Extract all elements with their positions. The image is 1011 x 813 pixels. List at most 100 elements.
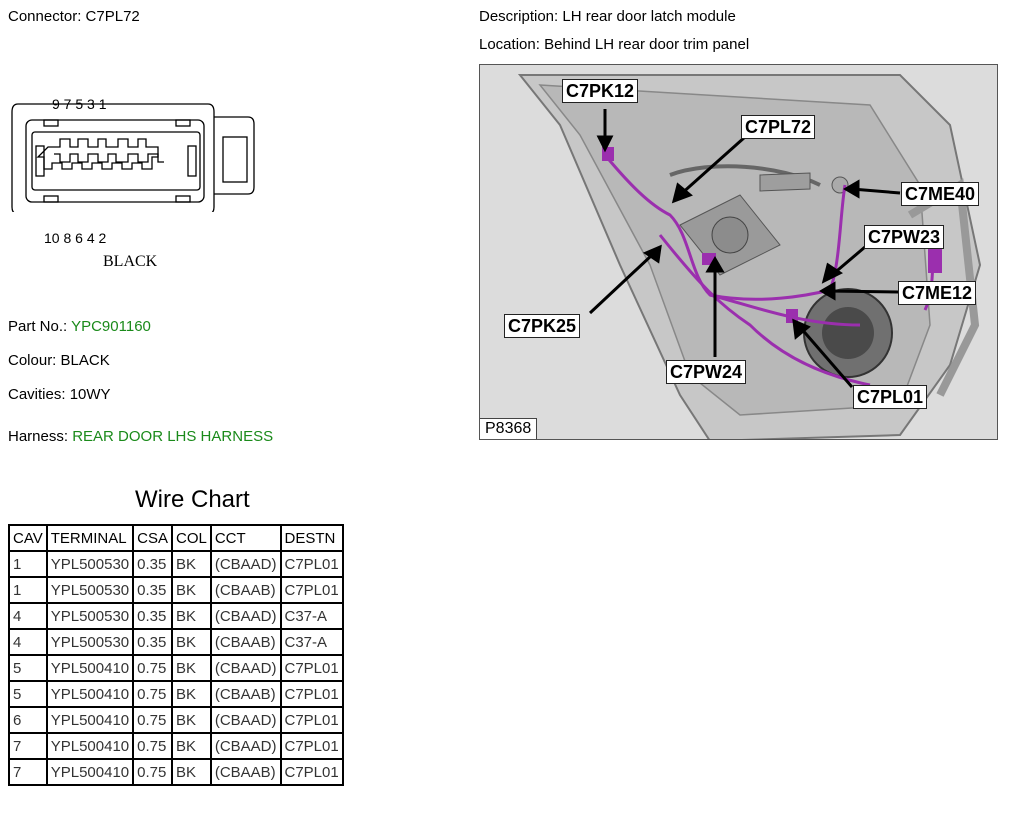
cell-cav: 4	[8, 602, 48, 630]
door-illustration	[480, 65, 997, 439]
cell-csa: 0.35	[132, 576, 173, 604]
cell-col: BK	[170, 654, 212, 682]
cavities-value: 10WY	[69, 386, 111, 403]
colour-label: Colour:	[8, 352, 57, 369]
cell-terminal: YPL500410	[45, 680, 135, 708]
connector-id: C7PL72	[85, 8, 140, 25]
callout-c7pl72: C7PL72	[741, 115, 816, 139]
colour-value: BLACK	[60, 352, 110, 369]
cell-cav: 5	[8, 680, 48, 708]
cell-cct: (CBAAD)	[209, 732, 282, 760]
callout-c7pk25: C7PK25	[504, 314, 581, 338]
cell-destn: C7PL01	[279, 680, 344, 708]
cell-destn: C7PL01	[279, 758, 344, 786]
header-csa: CSA	[132, 524, 173, 552]
description-value: LH rear door latch module	[562, 8, 736, 25]
cell-csa: 0.75	[132, 706, 173, 734]
cell-destn: C37-A	[279, 628, 344, 656]
header-cav: CAV	[8, 524, 48, 552]
description-label: Description:	[479, 8, 559, 25]
cell-cct: (CBAAD)	[209, 550, 282, 578]
callout-c7pw24: C7PW24	[666, 360, 747, 384]
connector-label: Connector:	[8, 8, 82, 25]
cell-destn: C37-A	[279, 602, 344, 630]
connector-line: Connector: C7PL72	[8, 8, 140, 25]
cell-cct: (CBAAD)	[209, 706, 282, 734]
callout-c7me40: C7ME40	[901, 182, 980, 206]
harness-line: Harness: REAR DOOR LHS HARNESS	[8, 428, 273, 445]
wire-chart-title: Wire Chart	[135, 486, 250, 513]
cell-terminal: YPL500410	[45, 758, 135, 786]
cell-terminal: YPL500530	[45, 602, 135, 630]
callout-c7me12: C7ME12	[898, 281, 977, 305]
harness-link[interactable]: REAR DOOR LHS HARNESS	[72, 428, 274, 445]
cell-destn: C7PL01	[279, 550, 344, 578]
callout-c7pk12: C7PK12	[562, 79, 639, 103]
cell-cct: (CBAAB)	[209, 576, 282, 604]
cell-terminal: YPL500410	[45, 706, 135, 734]
harness-label: Harness:	[8, 428, 69, 445]
cell-cav: 6	[8, 706, 48, 734]
cell-destn: C7PL01	[279, 654, 344, 682]
cell-terminal: YPL500530	[45, 628, 135, 656]
connector-face-diagram	[11, 103, 255, 212]
cell-cct: (CBAAD)	[209, 602, 282, 630]
cell-csa: 0.75	[132, 680, 173, 708]
cell-csa: 0.75	[132, 758, 173, 786]
cell-cct: (CBAAB)	[209, 758, 282, 786]
cell-col: BK	[170, 680, 212, 708]
header-col: COL	[170, 524, 212, 552]
cell-terminal: YPL500530	[45, 576, 135, 604]
cell-csa: 0.35	[132, 628, 173, 656]
cell-cav: 7	[8, 732, 48, 760]
cell-cav: 7	[8, 758, 48, 786]
location-value: Behind LH rear door trim panel	[544, 36, 750, 53]
cell-cct: (CBAAB)	[209, 680, 282, 708]
door-location-image: C7PK12 C7PL72 C7ME40 C7PW23 C7ME12 C7PK2…	[479, 64, 998, 440]
cell-col: BK	[170, 576, 212, 604]
header-cct: CCT	[209, 524, 282, 552]
connector-outline	[11, 103, 255, 212]
location-label: Location:	[479, 36, 540, 53]
wire-chart-header-row: CAV TERMINAL CSA COL CCT DESTN	[8, 524, 344, 552]
cell-col: BK	[170, 550, 212, 578]
callout-c7pw23: C7PW23	[864, 225, 945, 249]
cell-csa: 0.75	[132, 732, 173, 760]
cell-terminal: YPL500410	[45, 732, 135, 760]
cell-destn: C7PL01	[279, 732, 344, 760]
part-number-label: Part No.:	[8, 318, 68, 335]
cell-terminal: YPL500530	[45, 550, 135, 578]
header-destn: DESTN	[279, 524, 344, 552]
description-line: Description: LH rear door latch module	[479, 8, 736, 25]
cell-destn: C7PL01	[279, 706, 344, 734]
cavities-label: Cavities:	[8, 386, 66, 403]
photo-reference-label: P8368	[480, 418, 538, 439]
cell-csa: 0.35	[132, 550, 173, 578]
cell-cav: 5	[8, 654, 48, 682]
cell-cav: 4	[8, 628, 48, 656]
cell-cav: 1	[8, 550, 48, 578]
cell-cav: 1	[8, 576, 48, 604]
cell-cct: (CBAAB)	[209, 628, 282, 656]
cell-csa: 0.75	[132, 654, 173, 682]
cell-col: BK	[170, 732, 212, 760]
part-number-line: Part No.: YPC901160	[8, 318, 151, 335]
cell-col: BK	[170, 758, 212, 786]
cell-col: BK	[170, 602, 212, 630]
callout-c7pl01: C7PL01	[853, 385, 928, 409]
cell-col: BK	[170, 706, 212, 734]
cell-destn: C7PL01	[279, 576, 344, 604]
part-number-link[interactable]: YPC901160	[71, 318, 151, 335]
connector-bottom-pin-numbers: 10 8 6 4 2	[44, 230, 107, 246]
connector-colour-caption: BLACK	[103, 253, 158, 270]
